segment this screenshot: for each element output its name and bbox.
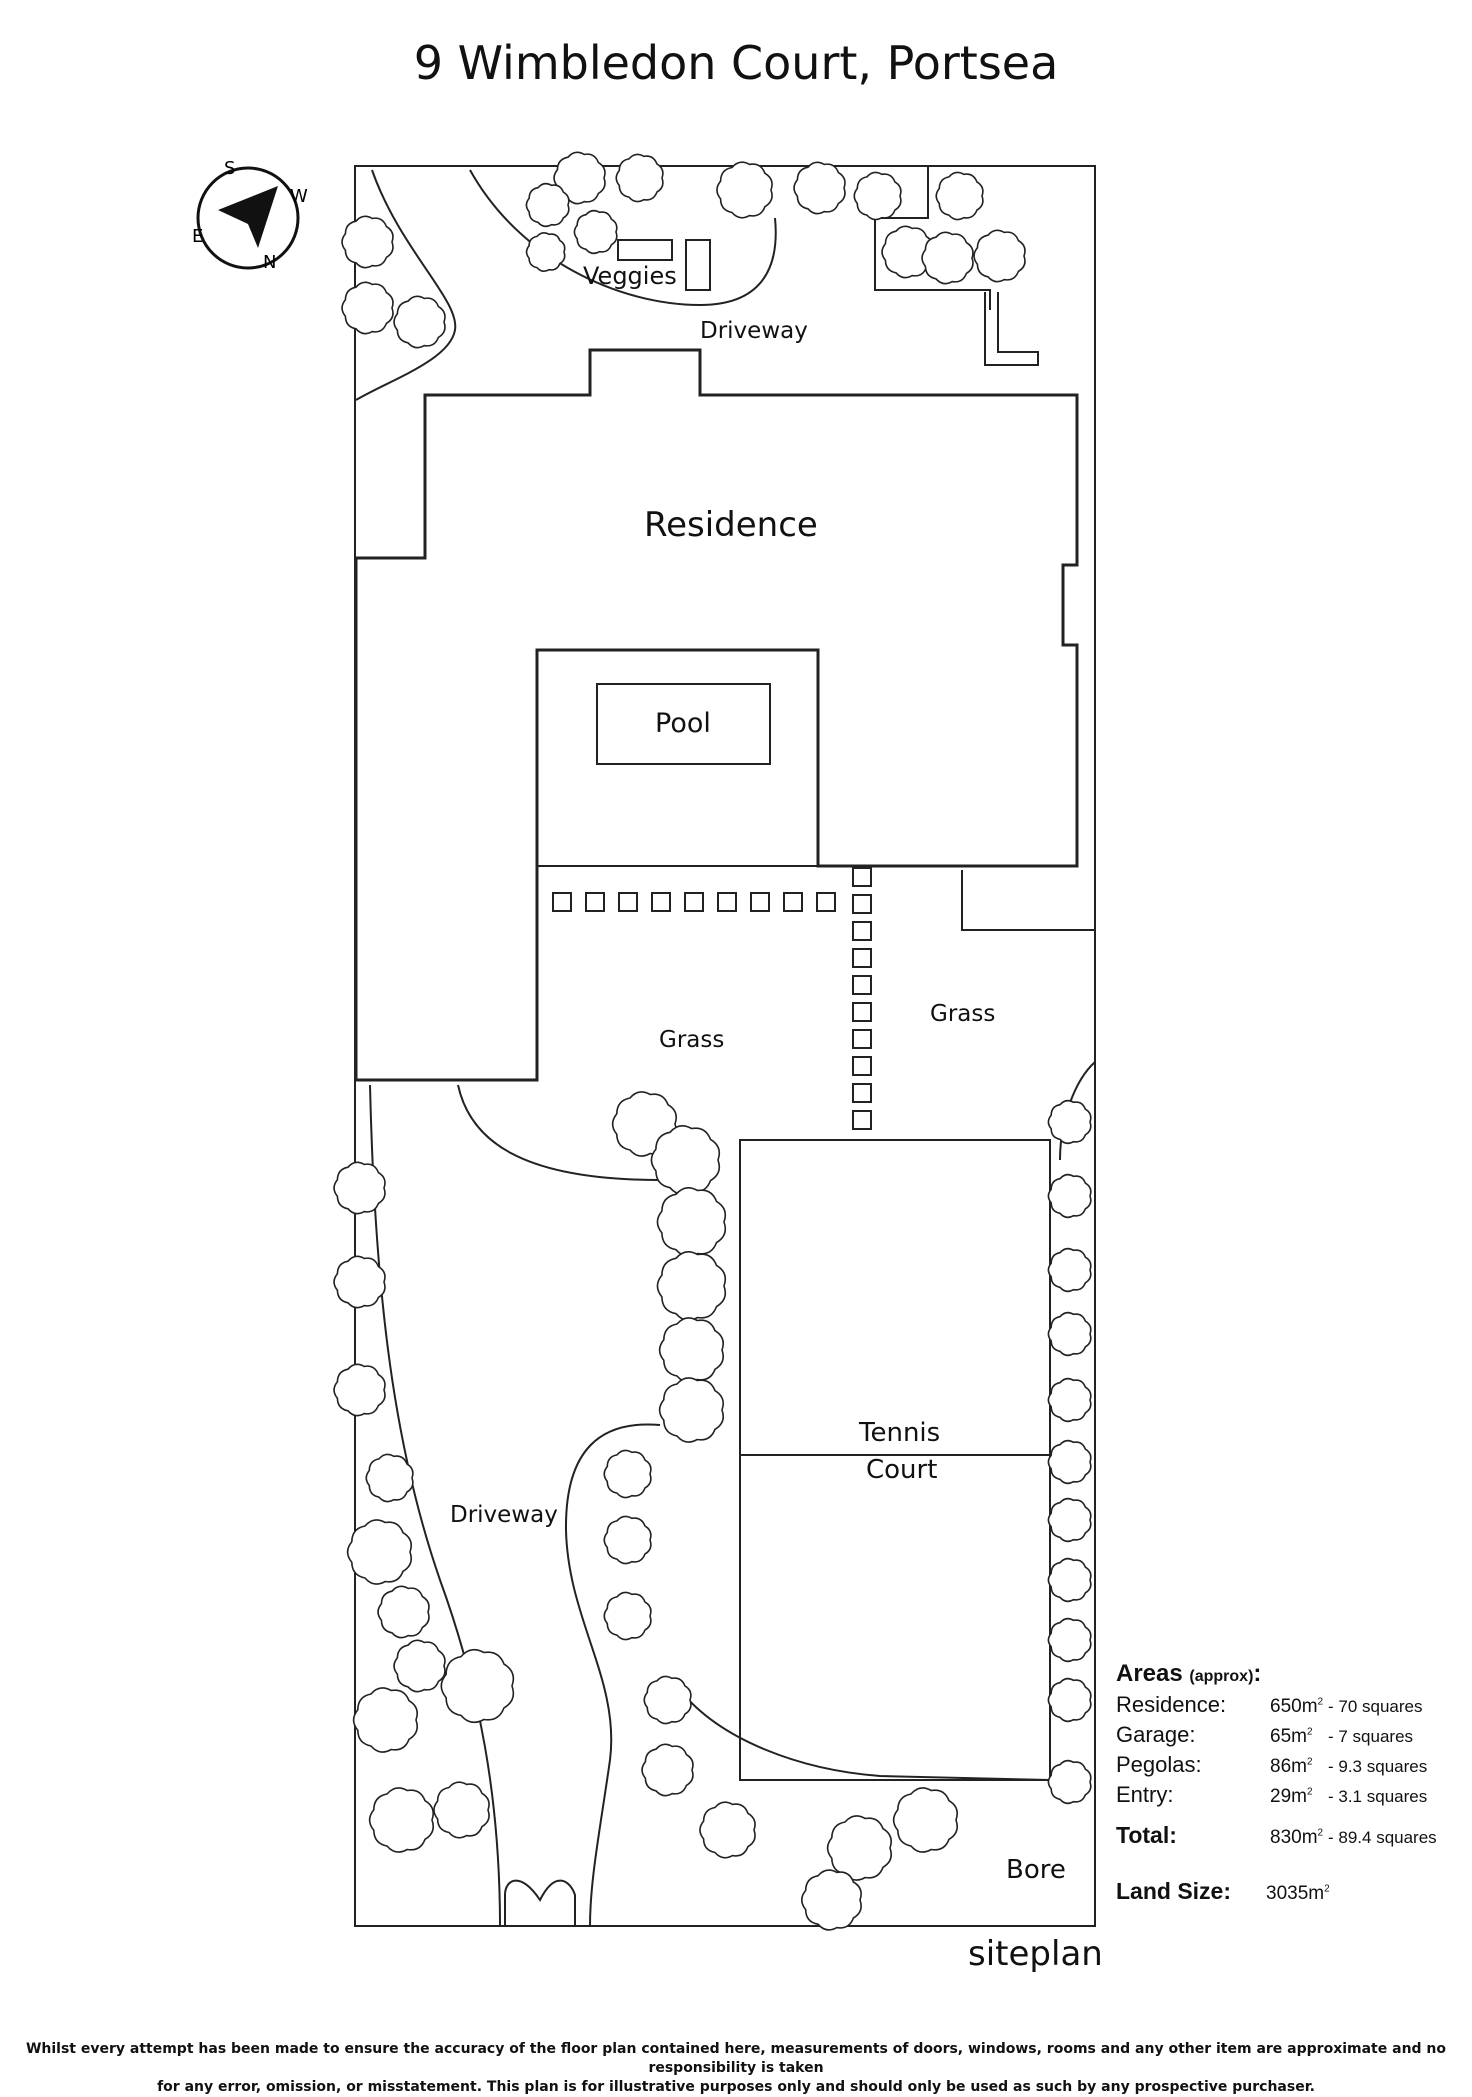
tree-icon [1047,1247,1092,1293]
lower-driveway-left [369,1084,501,1927]
trees [333,151,1092,1931]
driveway-marker [984,292,1039,366]
tree-icon [1047,1173,1092,1219]
tree-icon [1047,1557,1092,1603]
tree-icon [393,295,446,349]
areas-row-land-size: Land Size: 3035m2 [1116,1878,1330,1904]
stepping-stones-horizontal [552,892,836,912]
tree-icon [716,161,773,219]
label-pool: Pool [655,708,711,739]
tree-icon [656,1187,727,1257]
veggie-bed-2 [685,239,711,291]
tree-icon [650,1125,721,1195]
label-driveway-top: Driveway [700,318,808,344]
tree-icon [1047,1677,1092,1723]
tree-icon [853,171,902,221]
tree-icon [525,231,566,273]
tree-icon [1047,1311,1092,1357]
tree-icon [881,225,934,279]
veggie-bed-1 [617,239,673,261]
tree-icon [341,215,394,269]
garage-outline [961,870,1095,931]
lower-driveway-right [564,1423,661,1927]
residence-outline [354,348,1079,1082]
tree-icon [365,1453,414,1503]
tree-icon [603,1515,652,1565]
tree-icon [656,1251,727,1321]
tree-icon [368,1787,435,1853]
entry-gate [504,1879,576,1926]
tree-icon [826,1815,893,1881]
tree-icon [935,171,984,221]
tree-icon [603,1449,652,1499]
compass-letter-w: W [290,186,308,207]
tree-icon [658,1377,725,1443]
tree-icon [377,1585,430,1639]
compass-letter-s: S [224,158,235,179]
tree-icon [333,1363,386,1417]
disclaimer-line-2: for any error, omission, or misstatement… [157,2079,1315,2095]
areas-row-total: Total: 830m2 - 89.4 squares [1116,1822,1437,1848]
tree-icon [333,1161,386,1215]
tree-icon [433,1781,490,1839]
tree-icon [603,1591,652,1641]
tree-icon [800,1869,862,1931]
areas-row-entry: Entry: 29m2 - 3.1 squares [1116,1782,1428,1807]
label-tennis-line1: Tennis [859,1418,941,1448]
path-arc [457,1084,661,1181]
areas-row-residence: Residence: 650m2 - 70 squares [1116,1692,1423,1717]
tree-icon [393,1639,446,1693]
areas-row-pegolas: Pegolas: 86m2 - 9.3 squares [1116,1752,1428,1777]
pool [596,683,771,765]
siteplan-label: siteplan [968,1934,1103,1974]
tree-icon [440,1648,515,1724]
areas-heading: Areas (approx): [1116,1660,1262,1687]
tree-icon [1047,1099,1092,1145]
tree-icon [573,209,618,255]
label-grass-left: Grass [659,1027,725,1053]
tree-icon [643,1675,692,1725]
driveway-curve-inner [469,169,777,307]
areas-table: Areas (approx): Residence: 650m2 - 70 sq… [1116,1660,1456,1908]
disclaimer: Whilst every attempt has been made to en… [0,2040,1472,2097]
tree-icon [641,1743,694,1797]
tree-icon [892,1787,959,1853]
tree-icon [346,1519,413,1585]
compass-icon: S W N E [192,158,308,273]
label-bore: Bore [1006,1855,1066,1885]
tree-icon [1047,1617,1092,1663]
areas-row-garage: Garage: 65m2 - 7 squares [1116,1722,1414,1747]
tree-icon [658,1317,725,1383]
tree-icon [1047,1497,1092,1543]
label-grass-right: Grass [930,1001,996,1027]
tree-icon [793,161,846,215]
tree-icon [1047,1439,1092,1485]
page-title: 9 Wimbledon Court, Portsea [413,36,1059,90]
tree-icon [333,1255,386,1309]
tree-icon [615,153,664,203]
tree-icon [699,1801,756,1859]
tree-icon [525,182,570,228]
label-residence: Residence [644,505,818,545]
tree-icon [352,1687,419,1753]
compass-letter-n: N [263,252,276,273]
label-tennis-line2: Court [866,1455,938,1485]
label-veggies: Veggies [583,262,677,290]
tennis-court-surround [679,1689,1051,1781]
stepping-stones-vertical [852,867,872,1130]
tree-icon [1047,1759,1092,1805]
compass-letter-e: E [192,226,203,247]
tree-icon [1047,1377,1092,1423]
garden-bed-right [874,166,991,310]
tree-icon [341,281,394,335]
tree-icon [921,231,974,285]
tree-icon [553,151,606,205]
disclaimer-line-1: Whilst every attempt has been made to en… [25,2041,1447,2076]
tree-icon [973,229,1026,283]
label-driveway-bottom: Driveway [450,1502,558,1528]
driveway-curve-outer [355,169,457,401]
